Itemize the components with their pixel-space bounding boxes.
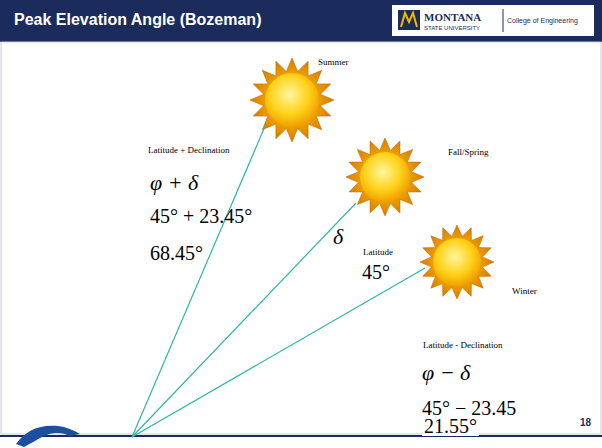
season-label: Summer	[318, 58, 349, 67]
angle-symbol: δ	[333, 226, 343, 248]
equinox-sun	[360, 152, 410, 202]
logo-text: College of Engineering	[507, 17, 578, 24]
angle-value: 45°	[362, 262, 390, 282]
sun-angle-lines	[132, 124, 425, 437]
title-bar	[0, 0, 602, 42]
slide-title: Peak Elevation Angle (Bozeman)	[14, 12, 261, 28]
sun-rays	[250, 58, 494, 299]
logo-divider	[503, 9, 504, 32]
page-number: 18	[580, 418, 591, 428]
formula: φ + δ	[150, 172, 198, 194]
season-label: Fall/Spring	[448, 148, 489, 157]
logo-box	[392, 5, 594, 36]
formula-caption: Latitude	[363, 248, 393, 257]
formula-caption: Latitude - Declination	[423, 341, 502, 350]
angle-value: 68.45°	[150, 243, 203, 263]
logo-text: STATE UNIVERSITY	[424, 25, 480, 31]
logo-text: MONTANA	[424, 12, 481, 23]
content-frame	[1, 42, 601, 434]
bobcat-logo	[16, 426, 80, 447]
season-label: Winter	[512, 287, 537, 296]
formula: 45° − 23.45	[422, 398, 516, 418]
formula-caption: Latitude + Declination	[148, 146, 230, 155]
logo-mark	[398, 10, 420, 30]
winter-sun	[433, 238, 481, 286]
formula: 45° + 23.45°	[150, 206, 252, 226]
angle-value: 21.55°	[422, 416, 479, 436]
logo-m	[401, 13, 417, 27]
footer-line	[0, 435, 602, 437]
formula: φ − δ	[422, 362, 470, 384]
summer-sun	[265, 73, 319, 127]
